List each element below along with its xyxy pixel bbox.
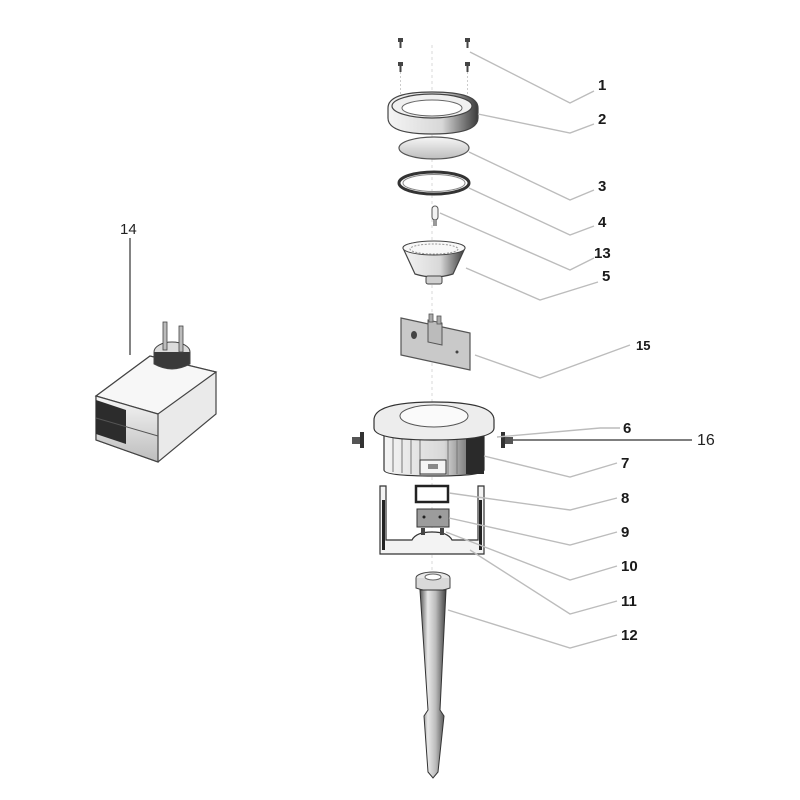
part-14-power-adapter[interactable] xyxy=(94,321,218,463)
callout-1: 1 xyxy=(598,77,607,94)
callout-10: 10 xyxy=(621,558,638,575)
part-12-stake[interactable] xyxy=(415,571,451,779)
part-9-connector[interactable] xyxy=(416,508,450,528)
part-10-screws[interactable] xyxy=(421,528,444,535)
part-3-lens[interactable] xyxy=(398,136,470,160)
callout-2: 2 xyxy=(598,111,607,128)
leader-lines xyxy=(439,51,631,649)
callout-8: 8 xyxy=(621,490,630,507)
callout-7: 7 xyxy=(621,455,630,472)
callout-14: 14 xyxy=(120,221,137,238)
part-5-reflector[interactable] xyxy=(402,240,466,285)
callout-15: 15 xyxy=(636,338,651,353)
part-15-board[interactable] xyxy=(400,313,471,371)
part-2-ring[interactable] xyxy=(387,91,479,135)
part-8-gasket[interactable] xyxy=(414,484,450,504)
callout-3: 3 xyxy=(598,178,607,195)
callout-4: 4 xyxy=(598,214,607,231)
callout-16: 16 xyxy=(697,432,715,449)
part-13-bulb[interactable] xyxy=(431,205,439,226)
callout-12: 12 xyxy=(621,627,638,644)
part-4-oring[interactable] xyxy=(397,170,471,196)
callout-5: 5 xyxy=(602,268,611,285)
callout-11: 11 xyxy=(621,593,637,610)
callout-6: 6 xyxy=(623,420,632,437)
part-7-housing[interactable] xyxy=(373,401,495,477)
part-1-screws[interactable] xyxy=(398,38,470,96)
callout-9: 9 xyxy=(621,524,630,541)
callout-13: 13 xyxy=(594,245,611,262)
part-6-bolts[interactable] xyxy=(352,432,513,448)
